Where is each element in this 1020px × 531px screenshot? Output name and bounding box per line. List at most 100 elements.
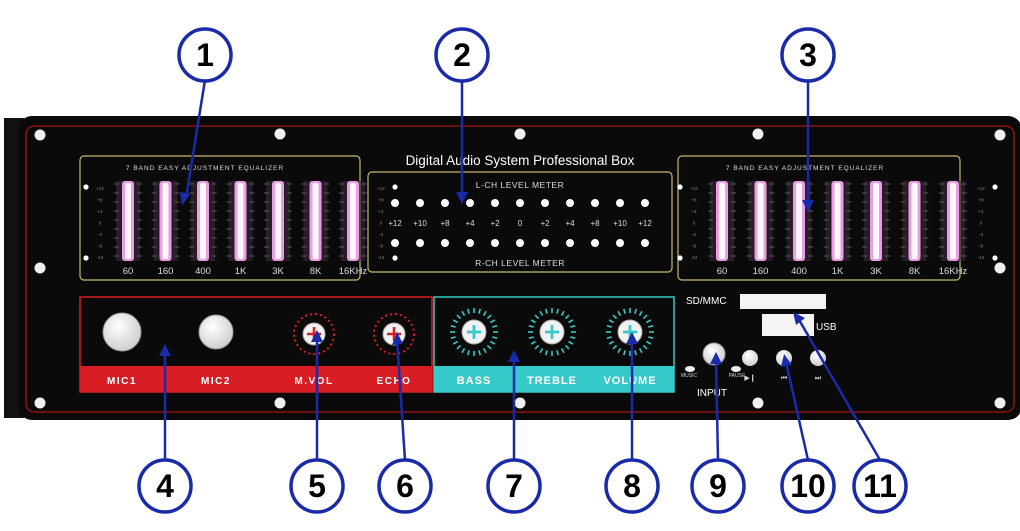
sd-mmc-label: SD/MMC xyxy=(686,296,727,307)
next-icon: ⏭ xyxy=(815,375,822,382)
pause-label: PAUSE xyxy=(729,373,746,379)
eq-scale-label: 0 xyxy=(980,221,983,226)
screw xyxy=(994,129,1006,141)
eq-band-label: 1K xyxy=(832,266,844,277)
eq-scale-label: 0 xyxy=(99,221,102,226)
r-ch-led xyxy=(616,239,624,247)
callout-badge-10 xyxy=(780,458,836,514)
level-meter-scale-label: +10 xyxy=(613,219,627,228)
callout-badge-2 xyxy=(434,27,490,83)
eq-band-label: 16KHz xyxy=(339,266,368,277)
level-meter-scale-label: +8 xyxy=(590,219,600,228)
bass-knob[interactable] xyxy=(450,308,498,356)
r-ch-led xyxy=(441,239,449,247)
l-ch-led xyxy=(516,199,524,207)
eq-band-label: 3K xyxy=(870,266,882,277)
callout-badge-7 xyxy=(486,458,542,514)
level-meter-scale-label: +2 xyxy=(490,219,500,228)
eq-band-label: 3K xyxy=(272,266,284,277)
l-ch-led xyxy=(616,199,624,207)
r-ch-led xyxy=(566,239,574,247)
volume-knob[interactable] xyxy=(606,308,654,356)
eq-corner-led xyxy=(677,184,683,190)
callout-badge-5 xyxy=(289,458,345,514)
echo-label: ECHO xyxy=(377,376,412,387)
r-ch-led xyxy=(491,239,499,247)
sd-card-slot[interactable] xyxy=(740,294,826,309)
pause-button[interactable] xyxy=(731,366,741,372)
eq-scale-label: +4 xyxy=(978,209,984,214)
eq-corner-led xyxy=(677,255,683,261)
mode-button[interactable] xyxy=(685,366,695,372)
mic2-label: MIC2 xyxy=(201,376,231,387)
level-meter-scale-label: 0 xyxy=(518,219,523,228)
callout-number: 7 xyxy=(505,468,523,504)
callout-number: 5 xyxy=(308,468,326,504)
eq-corner-led xyxy=(392,255,398,261)
eq-band-label: 1K xyxy=(235,266,247,277)
level-meter-frame xyxy=(367,171,673,273)
eq-slider-track xyxy=(125,183,131,259)
callout-arrowheads xyxy=(159,192,814,367)
eq-scale-label: -8 xyxy=(979,244,983,249)
l-ch-led xyxy=(591,199,599,207)
eq-slider-track xyxy=(200,183,206,259)
eq-corner-led xyxy=(83,255,89,261)
screw xyxy=(274,128,286,140)
callout-badge-1 xyxy=(177,27,233,83)
eq-scale-label: +8 xyxy=(691,198,697,203)
eq-scale-label: -8 xyxy=(98,244,102,249)
panel-screws xyxy=(34,128,1006,409)
callout-badge-6 xyxy=(377,458,433,514)
eq-scale-label: -12 xyxy=(978,255,985,260)
bass-label: BASS xyxy=(457,375,492,387)
mic1-jack[interactable] xyxy=(102,312,142,352)
callout-number: 6 xyxy=(396,468,414,504)
left-eq-title: 7 BAND EASY ADJUSTMENT EQUALIZER xyxy=(126,165,284,172)
eq-scale-label: -4 xyxy=(692,232,696,237)
callout-number: 4 xyxy=(156,468,174,504)
eq-slider-track xyxy=(834,183,841,259)
eq-scale-label: -12 xyxy=(378,255,385,260)
screw xyxy=(752,128,764,140)
screw xyxy=(34,397,46,409)
eq-slider-track xyxy=(873,183,879,259)
callout-leader-lines xyxy=(163,79,882,461)
play-pause-button[interactable] xyxy=(742,350,758,366)
right-eq-title: 7 BAND EASY ADJUSTMENT EQUALIZER xyxy=(726,165,884,172)
eq-band-label: 160 xyxy=(753,266,769,277)
r-ch-led xyxy=(466,239,474,247)
mic-label-strip xyxy=(80,366,432,392)
mic2-jack[interactable] xyxy=(198,314,234,350)
l-ch-led xyxy=(641,199,649,207)
volume-label: VOLUME xyxy=(603,375,656,387)
screw xyxy=(514,128,526,140)
eq-slider-track xyxy=(911,183,918,259)
previous-icon: ⏮ xyxy=(781,375,787,382)
eq-slider-track xyxy=(350,183,356,259)
eq-slider-track xyxy=(719,183,725,259)
screw xyxy=(994,397,1006,409)
eq-scale-label: +4 xyxy=(97,209,103,214)
level-meter-scale-label: +4 xyxy=(465,219,475,228)
eq-slider-track xyxy=(796,183,802,259)
eq-scale-label: +12 xyxy=(377,186,385,191)
screw xyxy=(34,262,46,274)
treble-knob[interactable] xyxy=(528,308,576,356)
level-meter-scale-label: +4 xyxy=(565,219,575,228)
eq-scale-label: -4 xyxy=(98,232,102,237)
l-ch-led xyxy=(491,199,499,207)
callout-badge-4 xyxy=(137,458,193,514)
l-ch-led xyxy=(441,199,449,207)
l-ch-led xyxy=(391,199,399,207)
l-ch-meter-label: L-CH LEVEL METER xyxy=(476,180,564,190)
eq-band-label: 400 xyxy=(195,266,211,277)
level-meter-scale-label: +12 xyxy=(388,219,402,228)
callout-number: 2 xyxy=(453,37,471,73)
device-title: Digital Audio System Professional Box xyxy=(406,153,635,168)
callout-badge-3 xyxy=(780,27,836,83)
eq-band-label: 16KHz xyxy=(939,266,968,277)
